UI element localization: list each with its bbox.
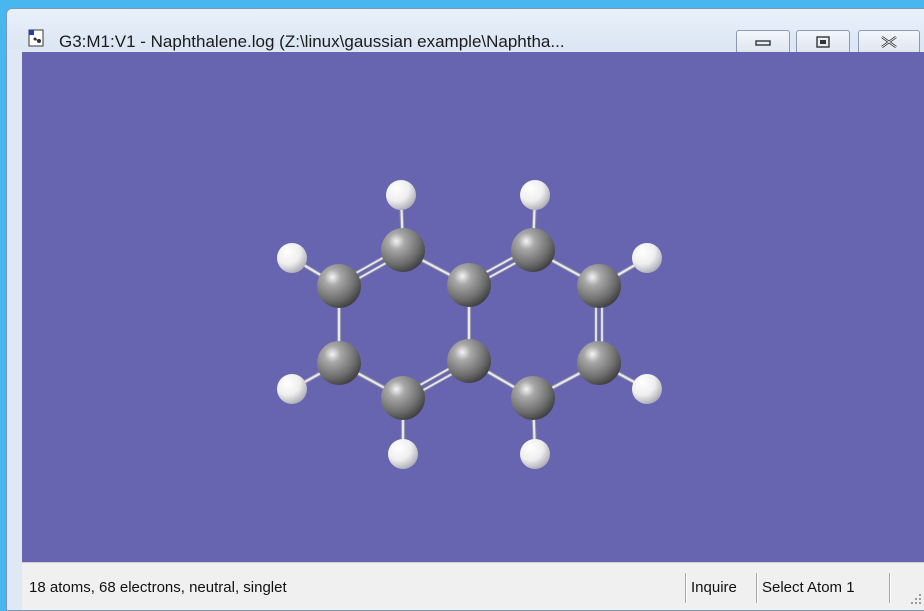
gaussview-window[interactable]: G3:M1:V1 - Naphthalene.log (Z:\linux\gau…	[6, 8, 924, 611]
action-indicator: Select Atom 1	[762, 579, 855, 596]
atom-layer	[277, 180, 662, 469]
mode-indicator: Inquire	[691, 579, 737, 596]
restore-button[interactable]	[796, 30, 850, 54]
carbon-atom[interactable]	[577, 341, 621, 385]
hydrogen-atom[interactable]	[386, 180, 416, 210]
hydrogen-atom[interactable]	[277, 243, 307, 273]
molecule-summary: 18 atoms, 68 electrons, neutral, singlet	[29, 579, 287, 596]
carbon-atom[interactable]	[447, 339, 491, 383]
title-bar[interactable]: G3:M1:V1 - Naphthalene.log (Z:\linux\gau…	[7, 9, 924, 54]
close-button[interactable]	[858, 30, 920, 54]
hydrogen-atom[interactable]	[520, 180, 550, 210]
hydrogen-atom[interactable]	[388, 439, 418, 469]
status-divider	[756, 573, 757, 603]
status-divider	[889, 573, 890, 603]
carbon-atom[interactable]	[381, 376, 425, 420]
bond-layer	[289, 192, 650, 457]
status-divider	[685, 573, 686, 603]
hydrogen-atom[interactable]	[632, 243, 662, 273]
window-title: G3:M1:V1 - Naphthalene.log (Z:\linux\gau…	[59, 32, 565, 51]
carbon-atom[interactable]	[381, 228, 425, 272]
carbon-atom[interactable]	[511, 228, 555, 272]
minimize-icon	[755, 40, 771, 46]
gaussview-document-icon[interactable]	[28, 29, 46, 47]
naphthalene-model[interactable]	[22, 52, 924, 562]
hydrogen-atom[interactable]	[632, 374, 662, 404]
close-icon	[881, 36, 897, 48]
carbon-atom[interactable]	[511, 376, 555, 420]
carbon-atom[interactable]	[317, 264, 361, 308]
resize-grip-icon[interactable]	[910, 593, 922, 605]
carbon-atom[interactable]	[447, 263, 491, 307]
carbon-atom[interactable]	[577, 264, 621, 308]
hydrogen-atom[interactable]	[277, 374, 307, 404]
restore-icon	[816, 36, 830, 48]
hydrogen-atom[interactable]	[520, 439, 550, 469]
minimize-button[interactable]	[736, 30, 790, 54]
status-bar: 18 atoms, 68 electrons, neutral, singlet…	[22, 562, 924, 610]
carbon-atom[interactable]	[317, 341, 361, 385]
molecule-viewport[interactable]	[22, 52, 924, 562]
